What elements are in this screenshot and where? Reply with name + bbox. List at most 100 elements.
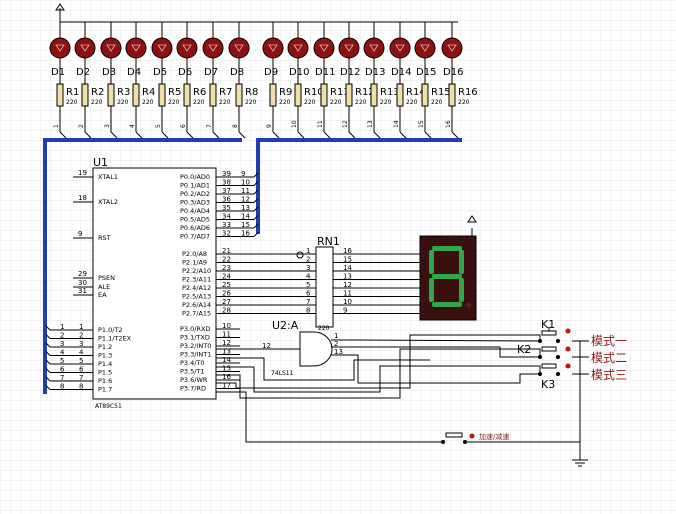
svg-text:37: 37 (222, 187, 231, 195)
resistor-network-value: 220 (318, 325, 330, 332)
led-label: D6 (178, 67, 192, 78)
svg-text:6: 6 (79, 366, 84, 374)
svg-text:36: 36 (222, 196, 231, 204)
rn-right-pin: 9 (343, 307, 347, 315)
svg-text:P1.5: P1.5 (98, 369, 112, 377)
resistor-body (370, 83, 378, 107)
led-icon (151, 37, 173, 59)
svg-text:17: 17 (222, 382, 231, 390)
mcu-pin-p2-5: 26 P2.5/A13 (182, 290, 316, 301)
gate-output-pin: 12 (262, 342, 271, 350)
resistor-body (158, 83, 166, 107)
bus-net-label: 15 (418, 120, 425, 128)
resistor-label: R6 (193, 87, 206, 98)
resistor-label: R13 (380, 87, 400, 98)
svg-text:P1.0/T2: P1.0/T2 (98, 326, 123, 334)
bus-net-label: 10 (291, 120, 298, 128)
resistor-body (132, 83, 140, 107)
switch-k3-label: 模式三 (591, 368, 627, 382)
mode-switch-k3[interactable]: K3 模式三 (538, 363, 627, 392)
svg-text:P3.7/RD: P3.7/RD (180, 385, 206, 393)
resistor-label: R16 (458, 87, 478, 98)
rn-right-pin: 12 (343, 281, 352, 289)
switch-k2-label: 模式二 (591, 351, 627, 365)
svg-text:26: 26 (222, 290, 231, 298)
svg-text:P3.2/INT0: P3.2/INT0 (180, 342, 211, 350)
resistor-body (396, 83, 404, 107)
rn-right-pin: 10 (343, 298, 352, 306)
segment-e (429, 278, 434, 302)
common-anode-icon (467, 215, 477, 223)
resistor-body (183, 83, 191, 107)
svg-text:P2.1/A9: P2.1/A9 (182, 259, 207, 267)
svg-text:P0.2/AD2: P0.2/AD2 (180, 190, 210, 198)
speed-button-indicator-icon (469, 433, 475, 439)
svg-text:13: 13 (241, 204, 250, 212)
led-label: D4 (127, 67, 141, 78)
control-wiring (216, 334, 581, 443)
resistor-label: R14 (406, 87, 426, 98)
svg-text:XTAL1: XTAL1 (98, 173, 118, 181)
resistor-value: 220 (66, 99, 78, 106)
led-label: D8 (230, 67, 244, 78)
bus-net-label: 8 (232, 124, 239, 128)
svg-text:P2.2/A10: P2.2/A10 (182, 267, 211, 275)
ground-icon (572, 442, 588, 467)
svg-text:3: 3 (79, 340, 83, 348)
svg-text:P2.5/A13: P2.5/A13 (182, 293, 211, 301)
mode-switch-k1[interactable]: K1 模式一 (538, 318, 627, 348)
segment-a (432, 246, 462, 251)
rn-right-pin: 11 (343, 290, 352, 298)
led-icon (389, 37, 411, 59)
resistor-body (421, 83, 429, 107)
led-label: D10 (289, 67, 309, 78)
svg-text:12: 12 (241, 196, 250, 204)
svg-text:14: 14 (241, 213, 250, 221)
led-icon (74, 37, 96, 59)
svg-text:P3.1/TXD: P3.1/TXD (180, 334, 210, 342)
led-icon (202, 37, 224, 59)
svg-text:P3.3/INT1: P3.3/INT1 (180, 351, 211, 359)
bus-net-label: 11 (317, 120, 324, 128)
and-gate: U2:A 74LS11 12 1 2 13 (262, 319, 354, 377)
svg-text:15: 15 (241, 221, 250, 229)
switch-k3-ref: K3 (541, 378, 555, 391)
svg-text:P3.4/T0: P3.4/T0 (180, 359, 205, 367)
svg-text:19: 19 (78, 169, 87, 177)
bus-net-label: 13 (367, 120, 374, 128)
svg-text:RST: RST (98, 234, 111, 242)
svg-text:16: 16 (241, 230, 250, 238)
led-label: D14 (391, 67, 411, 78)
led-label: D11 (315, 67, 335, 78)
bus-net-label: 14 (393, 120, 400, 128)
svg-text:P2.6/A14: P2.6/A14 (182, 301, 211, 309)
svg-text:9: 9 (241, 170, 245, 178)
svg-text:P2.3/A11: P2.3/A11 (182, 276, 211, 284)
svg-text:2: 2 (79, 332, 83, 340)
svg-text:13: 13 (222, 348, 231, 356)
segment-dp (466, 302, 472, 308)
resistor-label: R1 (66, 87, 79, 98)
switch-k2-indicator-icon (565, 346, 571, 352)
svg-text:32: 32 (222, 230, 231, 238)
bus-net-label: 5 (155, 124, 162, 128)
svg-text:P3.0/RXD: P3.0/RXD (180, 325, 210, 333)
svg-text:3: 3 (60, 340, 64, 348)
svg-text:28: 28 (222, 307, 231, 315)
